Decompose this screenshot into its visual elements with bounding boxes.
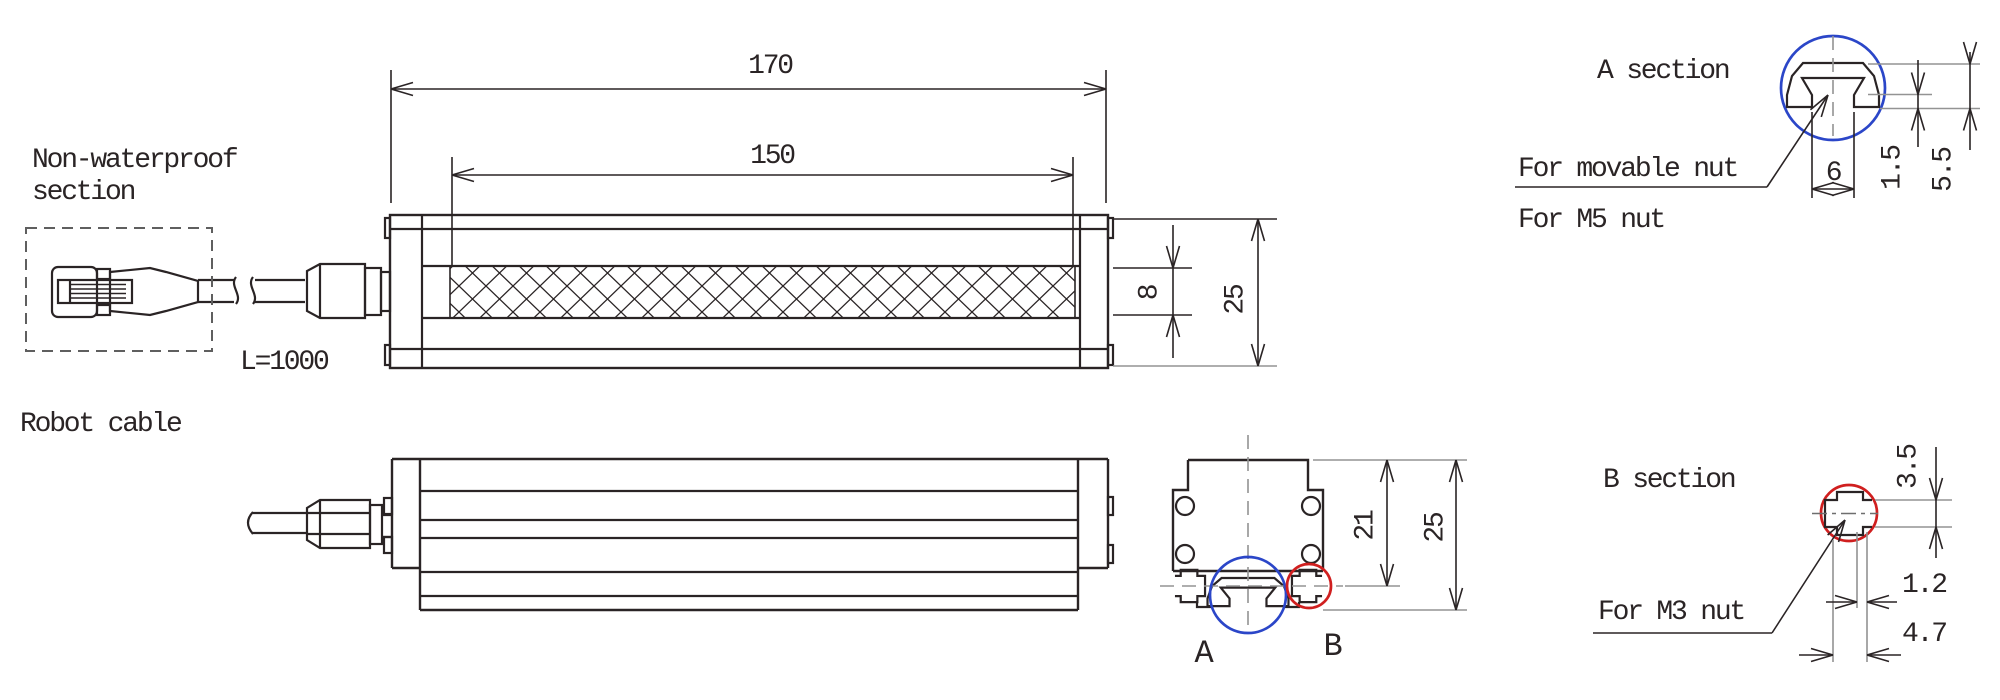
end-view-cross-section: A B 21 25 [1160,435,1467,672]
connector [50,265,200,319]
b-section-detail: 3.5 1.2 4.7 B section For M3 nut [1593,444,1952,663]
cable-gland-side-view [305,498,392,550]
dim-text-3-5: 3.5 [1894,444,1925,489]
callout-label-a: A [1194,635,1214,672]
dim-b-slot-height: 3.5 [1875,444,1952,558]
cable-top-view [198,276,305,305]
b-section-title: B section [1603,465,1735,496]
dim-end-upper-height: 21 [1313,459,1467,587]
robot-cable-label: Robot cable [20,409,181,440]
dim-b-slot-widths: 1.2 4.7 [1799,532,1948,663]
dim-text-6: 6 [1826,158,1841,189]
a-section-title: A section [1597,56,1729,87]
dim-text-170: 170 [748,51,793,82]
cable-gland-top-view [305,262,392,320]
dim-text-8: 8 [1135,285,1166,300]
callout-label-b: B [1323,628,1341,665]
mounting-tabs-side-view [382,495,1115,565]
dim-text-4-7: 4.7 [1902,619,1946,650]
dim-emitting-width: 8 [1113,225,1192,358]
for-m5-nut-label: For M5 nut [1518,205,1664,236]
emitting-window-hatch [449,265,1076,319]
a-section-detail: 6 1.5 5.5 A section For movable nut For … [1515,34,1980,236]
dim-text-150: 150 [750,141,795,172]
dim-overall-length: 170 [390,51,1107,203]
dim-a-lip-and-depth: 1.5 5.5 [1868,41,1980,192]
non-waterproof-label-line1: Non-waterproof [32,145,238,176]
dim-text-25-end: 25 [1421,512,1452,543]
dim-text-25-top: 25 [1221,284,1252,315]
cable-length-label: L=1000 [240,347,329,378]
top-view: 170 150 8 25 [25,51,1277,370]
dim-end-total-height: 25 [1323,459,1467,611]
non-waterproof-boundary-box [25,227,213,352]
mounting-tabs-top-view [383,216,1115,367]
dim-body-width: 25 [1113,218,1277,367]
dim-a-groove-opening: 6 [1811,112,1855,198]
for-movable-nut-label: For movable nut [1518,154,1737,185]
for-m3-nut-label: For M3 nut [1598,597,1744,628]
side-view [246,457,1115,612]
annotations-left: Non-waterproof section L=1000 Robot cabl… [20,145,331,440]
dim-text-21: 21 [1351,510,1382,541]
non-waterproof-label-line2: section [32,177,135,208]
callout-circle-b [1285,562,1333,610]
dim-emitting-length: 150 [451,141,1074,266]
dim-text-1-2: 1.2 [1902,570,1946,601]
dim-text-1-5: 1.5 [1878,145,1909,190]
dim-text-5-5: 5.5 [1929,147,1960,192]
callout-circle-a [1208,555,1288,635]
b-leader-line [1593,519,1846,634]
cable-side-view [246,511,307,535]
a-leader-line [1515,94,1829,188]
